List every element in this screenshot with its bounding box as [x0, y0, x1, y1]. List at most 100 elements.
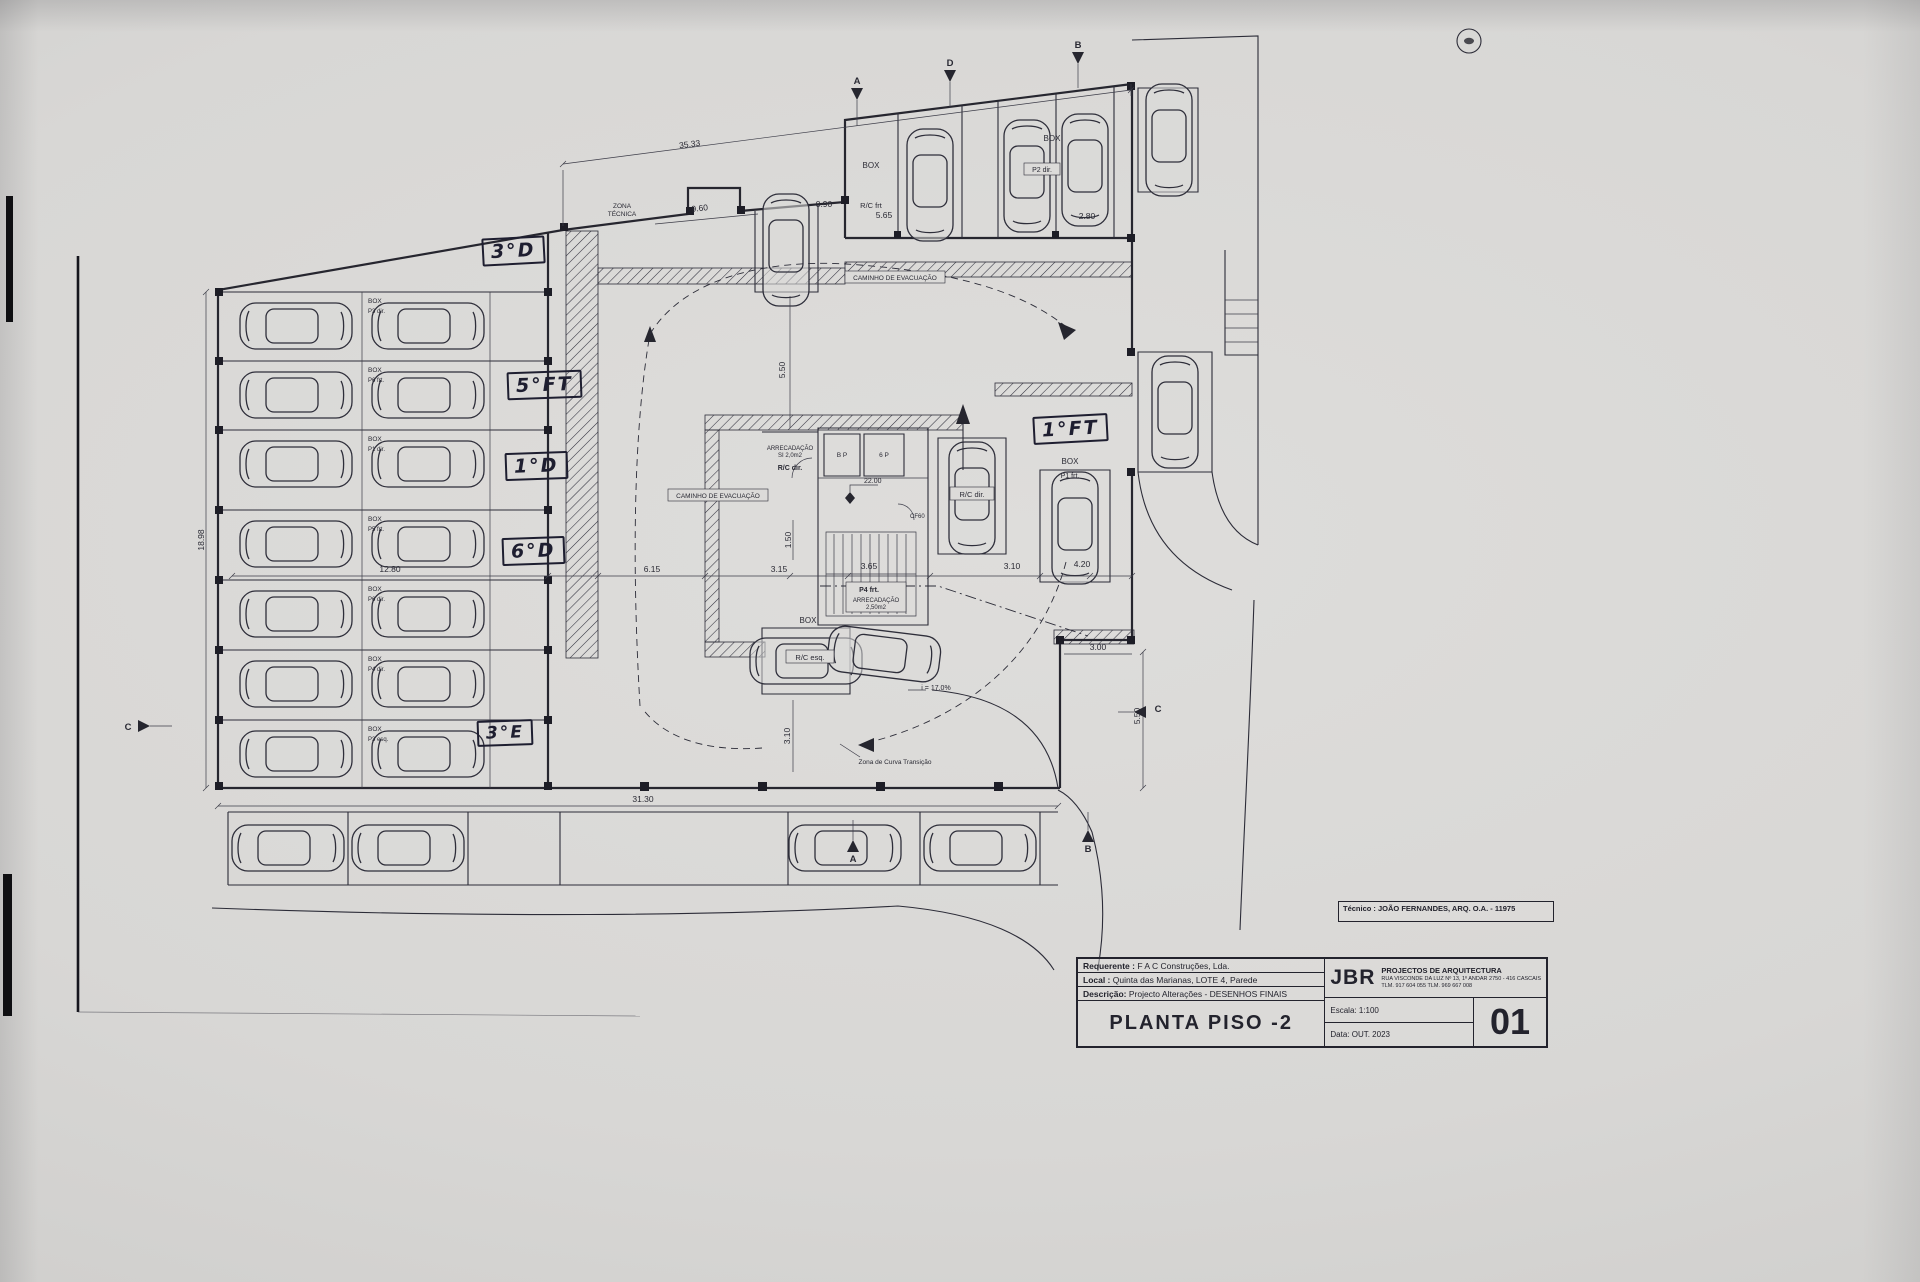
- section-letter-c: C: [125, 722, 132, 733]
- section-letter-b: B: [1075, 40, 1082, 51]
- photo-edge-mark: [6, 196, 13, 322]
- label-stall: P6 frt.: [368, 378, 384, 384]
- photo-edge-mark: [3, 874, 12, 1016]
- descricao-row: Descrição: Projecto Alterações - DESENHO…: [1078, 987, 1325, 1001]
- firm-name: PROJECTOS DE ARQUITECTURA: [1381, 966, 1502, 976]
- label-stall: P1 dir.: [368, 447, 385, 453]
- label-elevator-bp: B P: [837, 452, 847, 459]
- label-zona-curva: Zona de Curva Transição: [859, 759, 932, 766]
- dim: 3.15: [771, 564, 788, 574]
- label-box: BOX: [368, 298, 382, 305]
- dim-total-bottom: 31.30: [632, 794, 654, 804]
- label-box: BOX: [863, 161, 881, 170]
- tecnico-strip: Técnico : JOÃO FERNANDES, ARQ. O.A. - 11…: [1338, 901, 1554, 922]
- label-slope: i = 17.0%: [921, 685, 950, 692]
- section-letter-a: A: [854, 76, 861, 87]
- local-label: Local :: [1083, 975, 1111, 985]
- label-box: BOX: [368, 436, 382, 443]
- label-rc-dir: R/C dir.: [778, 465, 803, 472]
- label-zona-tecnica: TÉCNICA: [608, 209, 637, 218]
- label-arrecadacao: ARRECADAÇÃO: [853, 597, 900, 604]
- label-stall: P5 frt.: [368, 527, 384, 533]
- descricao-value: Projecto Alterações - DESENHOS FINAIS: [1128, 989, 1288, 999]
- section-markers: A D B C C B A: [125, 40, 1162, 865]
- level-marker-icon: [845, 492, 855, 504]
- dim: 2.80: [1079, 211, 1096, 221]
- sheet-number: 01: [1473, 998, 1546, 1046]
- dim: 1.50: [783, 531, 793, 548]
- firm-initials: JBR: [1330, 966, 1376, 989]
- label-p1-frt: P1 frt.: [1061, 473, 1080, 480]
- firm-address-1: RUA VISCONDE DA LUZ Nº 13, 1º ANDAR 2750…: [1381, 975, 1541, 982]
- plan-labels: ZONA TÉCNICA CAMINHO DE EVACUAÇÃO CAMINH…: [368, 134, 1079, 766]
- requerente-label: Requerente :: [1083, 961, 1135, 971]
- descricao-label: Descrição:: [1083, 989, 1127, 999]
- label-stall: P4 dir.: [368, 667, 385, 673]
- dim: 5.50: [1132, 707, 1142, 724]
- dim: 12.80: [379, 564, 401, 574]
- label-rc-dir: R/C dir.: [959, 490, 984, 499]
- dim: 6.15: [644, 564, 661, 574]
- label-box: BOX: [368, 726, 382, 733]
- tecnico-text: Técnico : JOÃO FERNANDES, ARQ. O.A. - 11…: [1343, 904, 1516, 913]
- dim-total-top: 35.33: [678, 138, 701, 151]
- label-arrecadacao: ARRECADAÇÃO: [767, 445, 814, 452]
- date-value: Data: OUT. 2023: [1330, 1030, 1390, 1040]
- punch-hole-mark: [1456, 28, 1482, 54]
- label-box: BOX: [368, 516, 382, 523]
- dim: 3.10: [1004, 561, 1021, 571]
- dim: 0.90: [816, 199, 833, 209]
- label-level: 22.00: [864, 478, 882, 485]
- handwritten-unit-label: 5°FT: [506, 369, 583, 401]
- title-block-left: Requerente : F A C Construções, Lda. Loc…: [1078, 959, 1326, 1046]
- dim: 3.00: [1090, 642, 1107, 652]
- local-row: Local : Quinta das Marianas, LOTE 4, Par…: [1078, 973, 1325, 987]
- label-box: BOX: [368, 367, 382, 374]
- firm-details: PROJECTOS DE ARQUITECTURA RUA VISCONDE D…: [1381, 966, 1541, 989]
- columns: [215, 82, 1135, 791]
- title-block-right: JBR PROJECTOS DE ARQUITECTURA RUA VISCON…: [1325, 959, 1546, 1046]
- label-elevator-6p: 6 P: [879, 452, 889, 459]
- section-letter-c: C: [1155, 704, 1162, 715]
- label-p4-frt: P4 frt.: [859, 587, 879, 594]
- outer-walls: [216, 82, 1134, 790]
- scale-value: Escala: 1:100: [1325, 998, 1473, 1023]
- label-caminho-evacuacao: CAMINHO DE EVACUAÇÃO: [676, 491, 760, 500]
- section-letter-a: A: [850, 854, 857, 865]
- ramp-arrow-icon: [956, 404, 970, 424]
- label-box: BOX: [800, 616, 818, 625]
- circulation-paths: [634, 262, 1089, 752]
- label-caminho-evacuacao: CAMINHO DE EVACUAÇÃO: [853, 273, 937, 282]
- dim: 4.20: [1074, 559, 1091, 569]
- dim: 5.65: [876, 210, 893, 220]
- handwritten-unit-label: 6°D: [501, 535, 565, 567]
- dim: 3.65: [861, 561, 878, 571]
- label-box: BOX: [1044, 134, 1062, 143]
- local-value: Quinta das Marianas, LOTE 4, Parede: [1112, 975, 1258, 985]
- dimension-lines: [202, 84, 1147, 810]
- label-box: BOX: [368, 656, 382, 663]
- label-zona-tecnica: ZONA: [613, 203, 632, 210]
- label-rc-esq: R/C esq.: [795, 653, 824, 662]
- label-stall: P6 dir.: [368, 597, 385, 603]
- title-block: Requerente : F A C Construções, Lda. Loc…: [1076, 957, 1548, 1048]
- dim: 3.10: [782, 727, 792, 744]
- dim-total-left: 18.98: [196, 529, 206, 551]
- sheet-frame: [3, 28, 1482, 1017]
- firm-row: JBR PROJECTOS DE ARQUITECTURA RUA VISCON…: [1325, 959, 1546, 998]
- handwritten-unit-label: 1°D: [504, 450, 568, 482]
- handwritten-unit-label: 3°D: [481, 235, 546, 267]
- label-stall: P3 dir.: [368, 309, 385, 315]
- section-letter-d: D: [947, 58, 954, 69]
- label-p2-dir: P2 dir.: [1032, 167, 1052, 174]
- hatched-walls: [565, 230, 1135, 659]
- label-box: BOX: [1062, 457, 1080, 466]
- dim: 9.60: [691, 202, 709, 214]
- label-stall: P3 esq.: [368, 737, 389, 743]
- firm-address-2: TLM. 917 604 055 TLM. 969 667 008: [1381, 982, 1473, 989]
- dimension-labels: 35.33 9.60 0.90 5.65 2.80 5.50 18.98 12.…: [196, 138, 1142, 804]
- handwritten-unit-label: 3°E: [476, 719, 534, 747]
- requerente-row: Requerente : F A C Construções, Lda.: [1078, 959, 1325, 973]
